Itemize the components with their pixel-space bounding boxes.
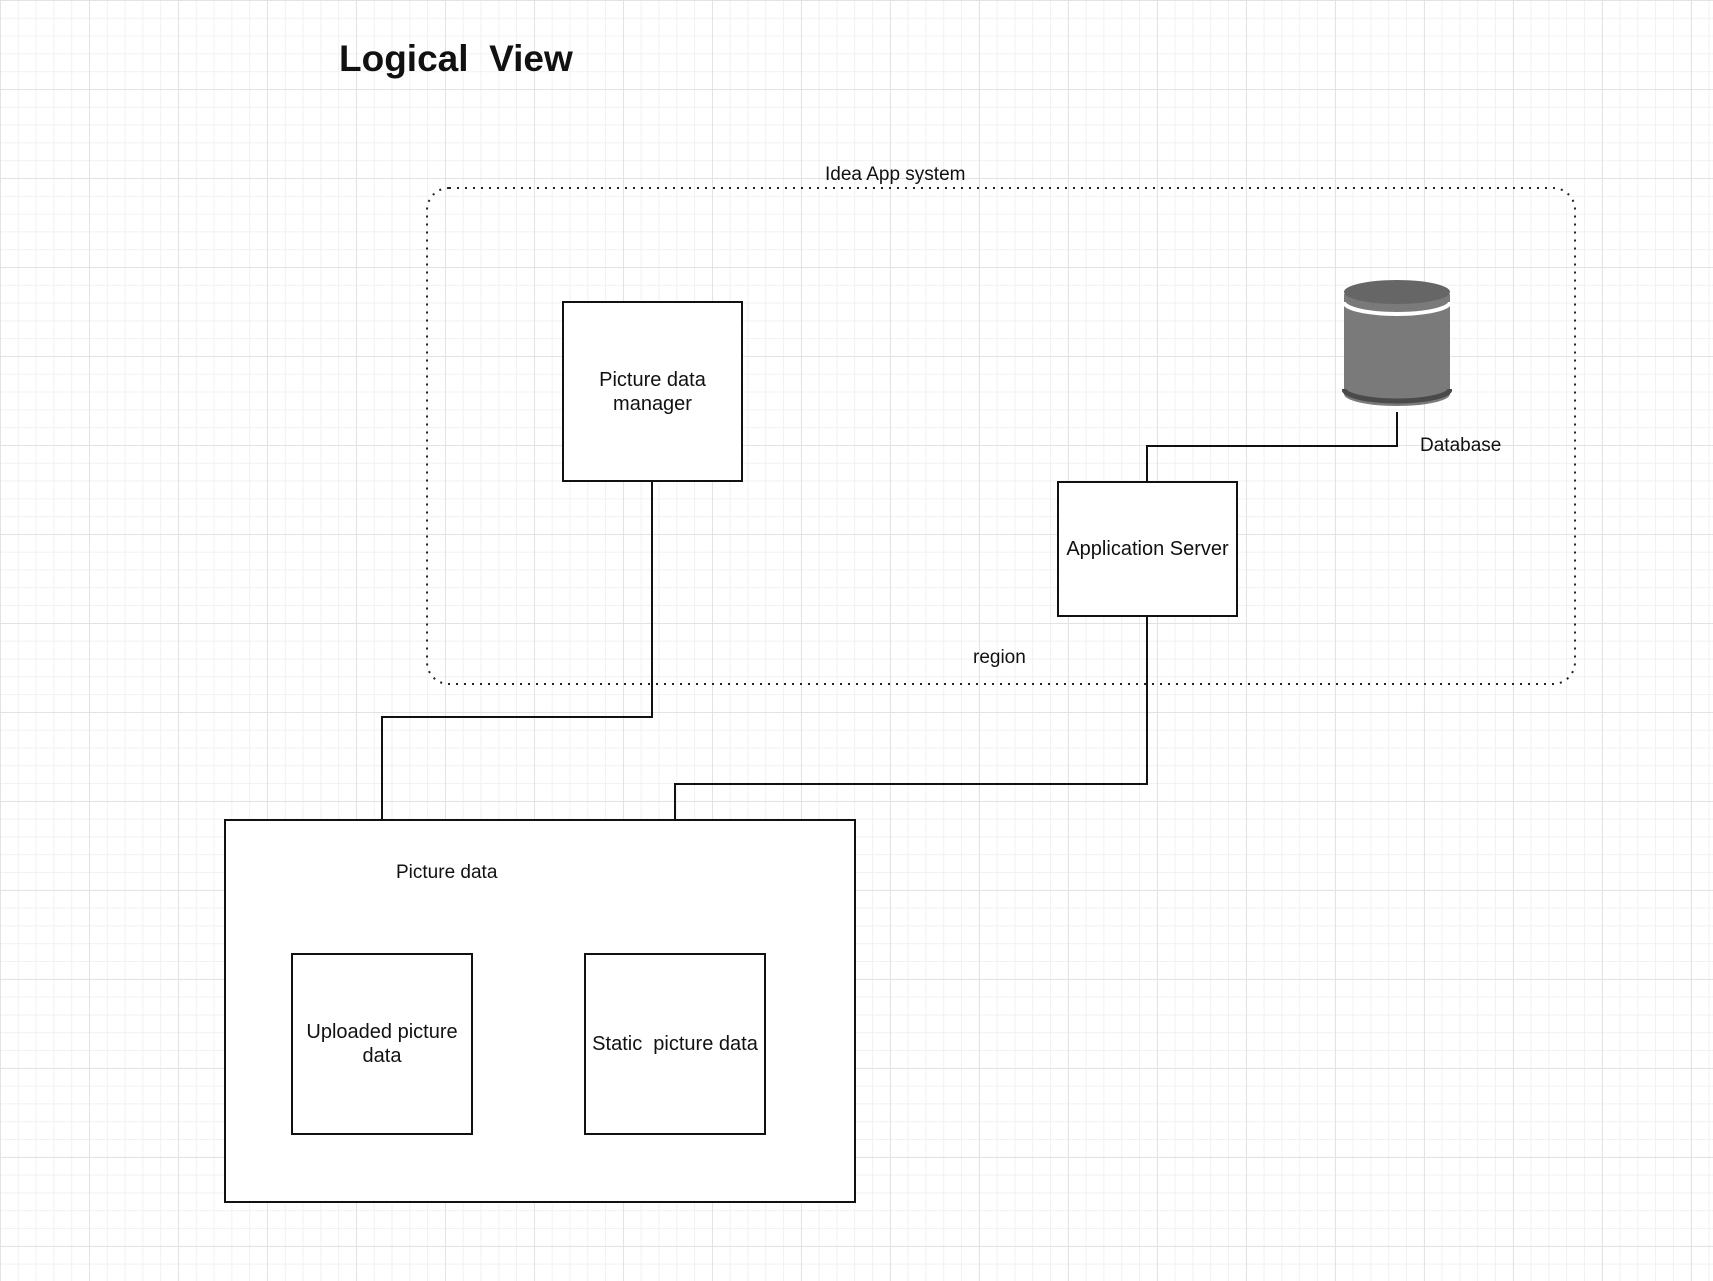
static-picture-data-label: Static picture data	[592, 1033, 758, 1055]
uploaded-picture-data-label: Uploaded picture data	[306, 1021, 458, 1067]
system-boundary-label: Idea App system	[825, 164, 966, 185]
picture-data-group-label: Picture data	[396, 862, 498, 883]
uploaded-picture-data-box[interactable]: Uploaded picture data	[291, 953, 473, 1135]
page-title: Logical View	[339, 38, 573, 79]
picture-data-manager-box[interactable]: Picture data manager	[562, 301, 743, 482]
database-label: Database	[1420, 435, 1502, 456]
picture-data-manager-label: Picture data manager	[599, 368, 706, 415]
application-server-box[interactable]: Application Server	[1057, 481, 1238, 617]
application-server-label: Application Server	[1066, 538, 1229, 560]
connector-appserver-to-database	[1146, 412, 1398, 481]
static-picture-data-box[interactable]: Static picture data	[584, 953, 766, 1135]
system-boundary	[426, 187, 1576, 685]
database-icon[interactable]	[1342, 278, 1452, 414]
region-label: region	[973, 647, 1026, 668]
